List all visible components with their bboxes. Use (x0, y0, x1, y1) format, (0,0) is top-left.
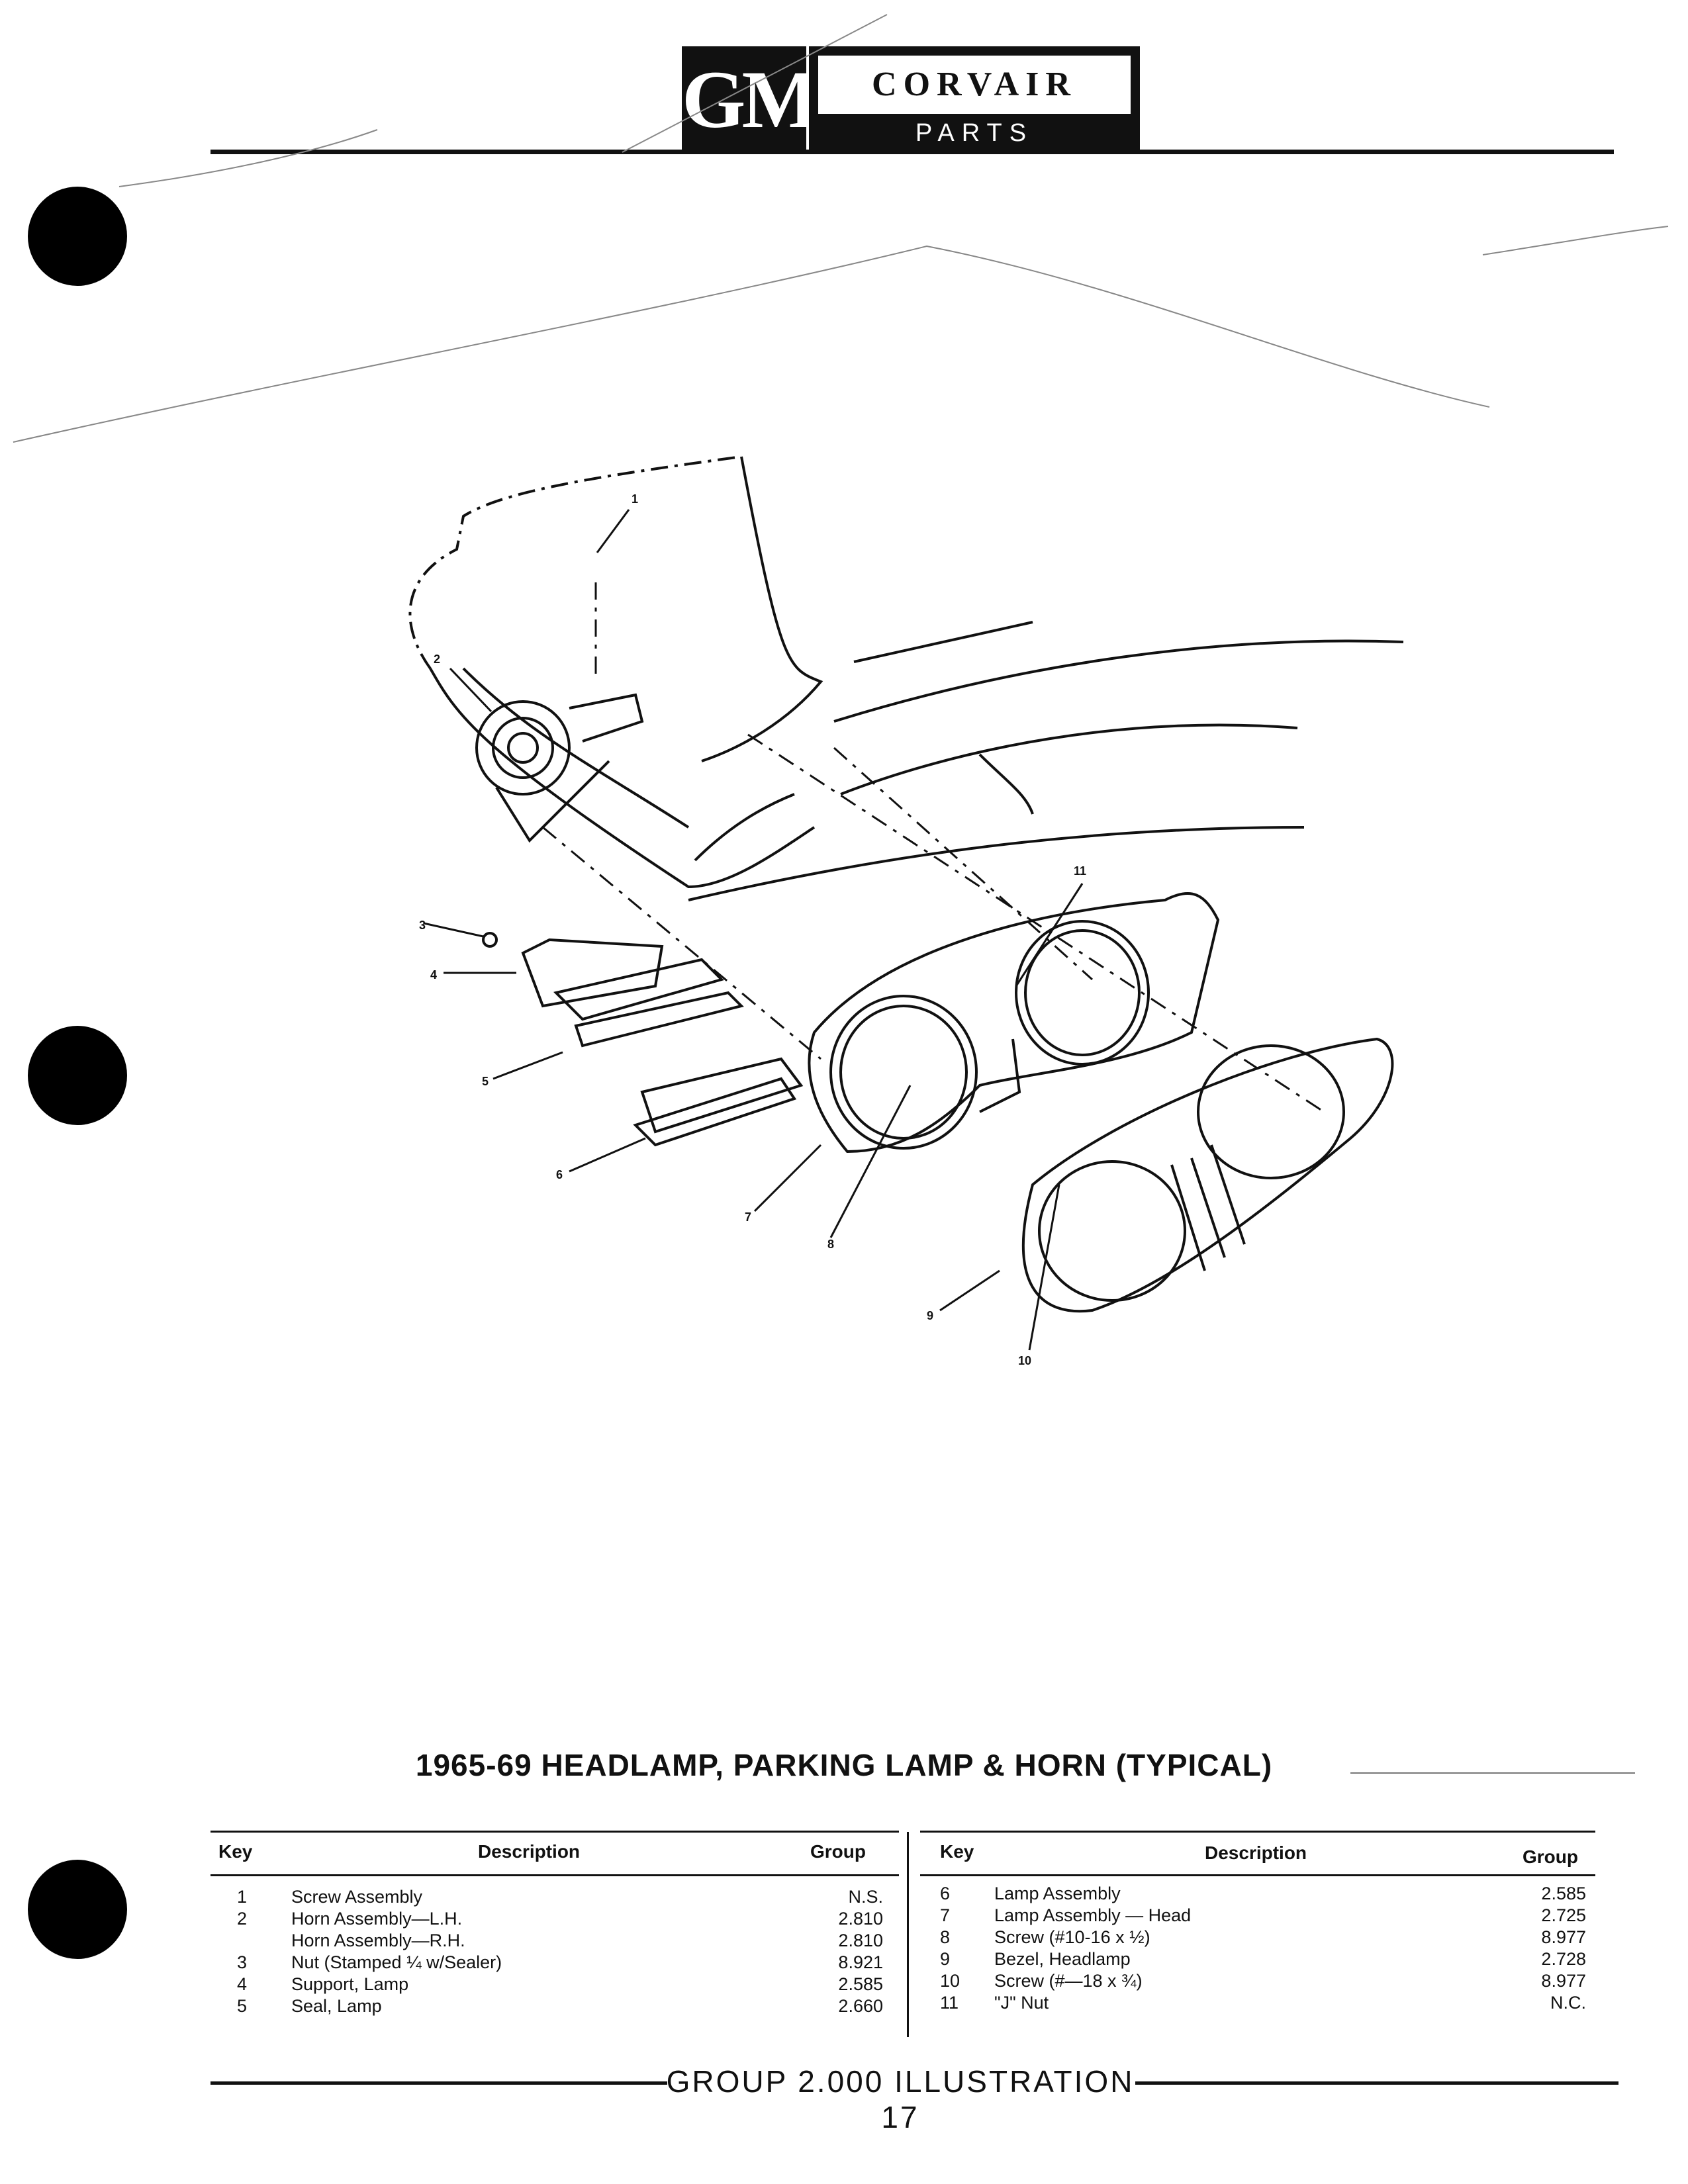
row-description: Lamp Assembly (994, 1884, 1121, 1903)
callout-6: 6 (556, 1168, 563, 1181)
title-rule (1350, 1772, 1635, 1774)
footer-rule-left (211, 2081, 667, 2085)
scan-artifact-lines (13, 14, 1669, 443)
header-description-right: Description (1205, 1843, 1307, 1863)
punch-hole-bottom (28, 1860, 127, 1959)
row-key: 4 (237, 1974, 248, 1994)
table-row: 11 "J" Nut N.C. (920, 1992, 1595, 2014)
row-description: Horn Assembly—L.H. (291, 1909, 463, 1929)
table-row: 5 Seal, Lamp 2.660 (211, 1995, 899, 2017)
row-description: Lamp Assembly — Head (994, 1905, 1192, 1925)
group-illustration-footer: GROUP 2.000 ILLUSTRATION 17 (666, 2064, 1135, 2134)
header-group-right: Group (1523, 1846, 1578, 1867)
header-group-left: Group (810, 1841, 866, 1862)
row-description: Screw (#10-16 x ½) (994, 1927, 1150, 1947)
table-top-rule-left (211, 1831, 899, 1833)
row-key: 2 (237, 1909, 248, 1929)
row-description: Bezel, Headlamp (994, 1949, 1131, 1969)
table-row: 10 Screw (#—18 x ¾) 8.977 (920, 1970, 1595, 1992)
row-key: 8 (940, 1927, 951, 1947)
callout-9: 9 (927, 1309, 933, 1322)
row-description: Screw (#—18 x ¾) (994, 1971, 1143, 1991)
callout-10: 10 (1018, 1354, 1031, 1367)
table-column-divider (907, 1832, 909, 2037)
row-key: 7 (940, 1905, 951, 1925)
parking-lamp-parts (482, 932, 804, 1147)
row-key: 9 (940, 1949, 951, 1969)
callout-1: 1 (632, 492, 638, 506)
callout-7: 7 (745, 1210, 751, 1224)
row-key: 5 (237, 1996, 248, 2016)
row-description: Screw Assembly (291, 1887, 423, 1907)
row-key: 11 (940, 1993, 959, 2013)
headlamp-bezel (1022, 1037, 1394, 1313)
assembly-center-lines (542, 582, 1325, 1113)
table-row: 2 Horn Assembly—L.H. 2.810 (211, 1908, 899, 1930)
row-group: 2.660 (838, 1996, 883, 2016)
row-description: Seal, Lamp (291, 1996, 382, 2016)
header-rule-right (920, 1874, 1595, 1876)
table-row: 4 Support, Lamp 2.585 (211, 1974, 899, 1995)
row-key: 10 (940, 1971, 961, 1991)
horn (475, 693, 644, 843)
footer-rule-right (1135, 2081, 1618, 2085)
row-group: 2.810 (838, 1909, 883, 1929)
table-row: 9 Bezel, Headlamp 2.728 (920, 1948, 1595, 1970)
table-row: 7 Lamp Assembly — Head 2.725 (920, 1905, 1595, 1927)
exploded-parts-diagram: 1 2 3 4 5 6 7 8 9 10 11 (13, 14, 1669, 1367)
row-group: N.C. (1550, 1993, 1586, 2013)
callout-2: 2 (434, 653, 440, 666)
gm-logo: GM (682, 46, 820, 154)
row-group: 2.725 (1541, 1905, 1586, 1925)
row-description: Nut (Stamped ¼ w/Sealer) (291, 1952, 502, 1972)
row-key: 6 (940, 1884, 951, 1903)
row-group: 2.728 (1541, 1949, 1586, 1969)
table-top-rule-right (920, 1831, 1595, 1833)
row-description: Support, Lamp (291, 1974, 409, 1994)
callout-8: 8 (827, 1238, 834, 1251)
callout-11: 11 (1074, 864, 1086, 878)
row-group: 8.977 (1541, 1927, 1586, 1947)
row-group: 2.585 (838, 1974, 883, 1994)
row-group: 2.810 (838, 1931, 883, 1950)
punch-hole-top (28, 187, 127, 286)
table-row: 1 Screw Assembly N.S. (211, 1886, 899, 1908)
row-key: 3 (237, 1952, 248, 1972)
callout-5: 5 (482, 1075, 489, 1088)
row-group: N.S. (848, 1887, 883, 1907)
row-description: Horn Assembly—R.H. (291, 1931, 465, 1950)
row-group: 8.977 (1541, 1971, 1586, 1991)
headlamp-housing (808, 892, 1220, 1154)
punch-hole-middle (28, 1026, 127, 1125)
brand-name: CORVAIR (818, 56, 1131, 114)
row-key: 1 (237, 1887, 248, 1907)
illustration-title: 1965-69 HEADLAMP, PARKING LAMP & HORN (T… (415, 1748, 1273, 1782)
header-rule-left (211, 1874, 899, 1876)
header-key-left: Key (218, 1841, 253, 1862)
row-description: "J" Nut (994, 1993, 1049, 2013)
header-description-left: Description (478, 1841, 581, 1862)
table-row: 8 Screw (#10-16 x ½) 8.977 (920, 1927, 1595, 1948)
fender-outline (408, 455, 1404, 901)
callout-leaders (423, 509, 1084, 1351)
table-row: 6 Lamp Assembly 2.585 (920, 1883, 1595, 1905)
table-row: Horn Assembly—R.H. 2.810 (211, 1930, 899, 1952)
row-group: 2.585 (1541, 1884, 1586, 1903)
table-row: 3 Nut (Stamped ¼ w/Sealer) 8.921 (211, 1952, 899, 1974)
callout-4: 4 (430, 968, 437, 981)
catalogue-subtitle: PARTS CATALOGUE (866, 119, 1083, 180)
header-key-right: Key (940, 1841, 974, 1862)
row-group: 8.921 (838, 1952, 883, 1972)
callout-3: 3 (419, 919, 426, 932)
